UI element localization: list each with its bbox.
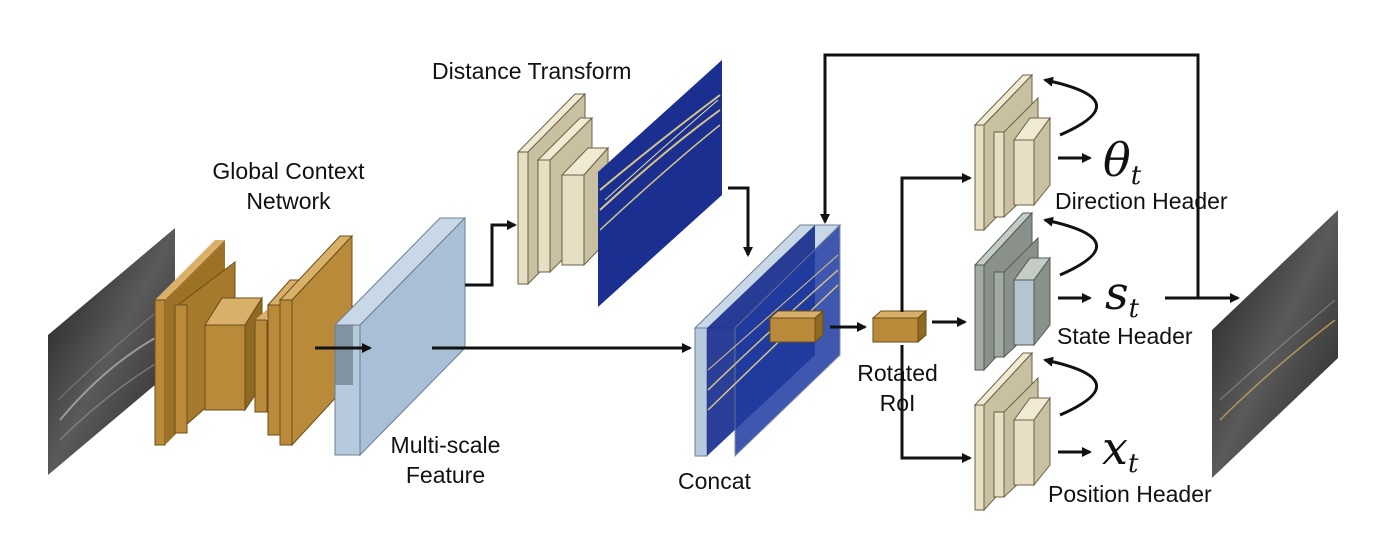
multi-scale-feature-block xyxy=(333,216,467,457)
multi-scale-label-line2: Feature xyxy=(405,462,486,489)
arrow-multiscale-to-distance xyxy=(465,220,517,287)
concat-block xyxy=(693,223,842,458)
theta-output-symbol: θt xyxy=(1103,137,1141,189)
x-subscript: t xyxy=(1127,449,1139,479)
arrow-feedback-loop xyxy=(820,53,1200,298)
rotated-roi-label: Rotated RoI xyxy=(845,360,950,417)
arrow-roi-to-direction xyxy=(900,173,972,312)
s-output-symbol: st xyxy=(1105,270,1139,322)
connections xyxy=(315,53,1240,463)
distance-transform-map xyxy=(598,60,722,307)
distance-transform-block xyxy=(516,92,610,286)
global-context-label: Global Context Network xyxy=(196,158,381,215)
theta-subscript: t xyxy=(1130,161,1142,191)
global-context-label-line2: Network xyxy=(246,188,331,215)
direction-header-block xyxy=(973,73,1051,232)
global-context-label-line1: Global Context xyxy=(212,158,365,184)
s-symbol: s xyxy=(1105,266,1129,320)
multi-scale-label-line1: Multi-scale xyxy=(390,432,501,458)
arrow-roi-to-position xyxy=(900,345,972,463)
theta-symbol: θ xyxy=(1103,133,1131,187)
s-subscript: t xyxy=(1128,294,1140,324)
rotated-roi-label-line1: Rotated xyxy=(857,360,938,386)
arrow-distance-to-concat xyxy=(728,186,753,257)
output-image xyxy=(1212,210,1338,478)
multi-scale-feature-label: Multi-scale Feature xyxy=(378,432,513,489)
position-header-block xyxy=(973,351,1051,512)
x-symbol: x xyxy=(1102,421,1128,475)
rotated-roi-block xyxy=(871,309,928,344)
arrow-position-recurrent xyxy=(1043,356,1098,417)
direction-header-label: Direction Header xyxy=(1055,188,1228,214)
state-header-block xyxy=(973,211,1051,372)
arrow-state-recurrent xyxy=(1043,216,1098,277)
arrow-direction-recurrent xyxy=(1043,76,1098,137)
state-header-label: State Header xyxy=(1057,323,1193,349)
concat-label: Concat xyxy=(678,468,751,494)
distance-transform-label: Distance Transform xyxy=(432,58,632,84)
position-header-label: Position Header xyxy=(1048,481,1212,507)
x-output-symbol: xt xyxy=(1102,425,1138,477)
rotated-roi-label-line2: RoI xyxy=(879,390,916,417)
